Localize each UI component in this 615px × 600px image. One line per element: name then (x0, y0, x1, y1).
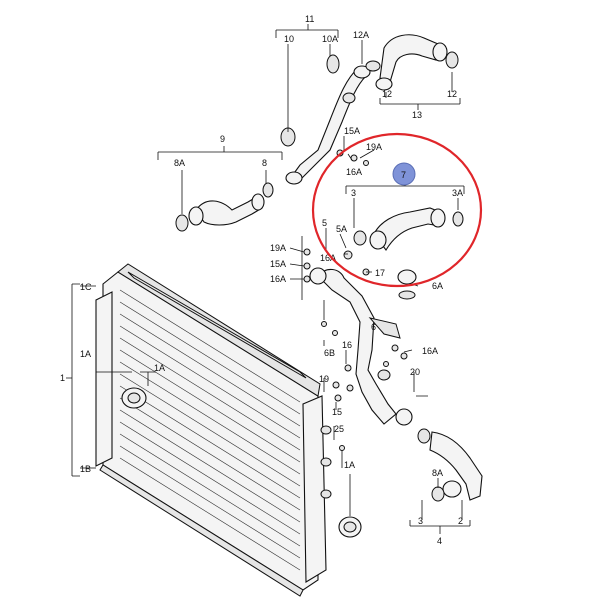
label-16a-box: 16A (320, 253, 336, 263)
label-5a: 5A (336, 224, 347, 234)
highlight-circle (311, 132, 483, 288)
label-19a-top: 19A (366, 142, 382, 152)
label-6a: 6A (432, 281, 443, 291)
label-10: 10 (284, 34, 294, 44)
label-4: 4 (437, 536, 442, 546)
label-15: 15 (332, 407, 342, 417)
label-3-bottom: 3 (418, 516, 423, 526)
marker-label-7: 7 (401, 170, 406, 180)
label-19: 19 (319, 374, 329, 384)
label-8a-top: 8A (174, 158, 185, 168)
label-16a-top: 16A (346, 167, 362, 177)
label-12-right: 12 (447, 89, 457, 99)
label-2: 2 (458, 516, 463, 526)
label-16a-right: 16A (422, 346, 438, 356)
label-6b: 6B (324, 348, 335, 358)
label-12-left: 12 (382, 89, 392, 99)
label-15a-mid: 15A (270, 259, 286, 269)
label-1: 1 (60, 373, 65, 383)
label-5-box: 5 (322, 218, 327, 228)
label-8a-bottom: 8A (432, 468, 443, 478)
hose-12[interactable] (365, 34, 459, 91)
label-9: 9 (220, 134, 225, 144)
label-1a-left: 1A (80, 349, 91, 359)
highlight-marker (392, 162, 416, 186)
part-labels: 11 10 10A 12A 12 12 13 9 8A 8 15A 19A 16… (60, 14, 463, 546)
label-3-box: 3 (351, 188, 356, 198)
label-16a-mid: 16A (270, 274, 286, 284)
label-20: 20 (410, 367, 420, 377)
label-8-top: 8 (262, 158, 267, 168)
hose-7[interactable] (343, 207, 464, 260)
label-16: 16 (342, 340, 352, 350)
label-6: 6 (371, 322, 376, 332)
leader-lines (66, 24, 471, 534)
hose-2[interactable] (417, 428, 483, 502)
label-12a: 12A (353, 30, 369, 40)
label-1b: 1B (80, 464, 91, 474)
label-10a: 10A (322, 34, 338, 44)
label-19a-mid: 19A (270, 243, 286, 253)
hose-9[interactable] (175, 182, 274, 232)
label-17: 17 (375, 268, 385, 278)
charge-pipe-center[interactable] (309, 267, 417, 426)
charge-pipe-top[interactable] (280, 54, 371, 185)
label-1c: 1C (80, 282, 92, 292)
label-13: 13 (412, 110, 422, 120)
label-15a-top: 15A (344, 126, 360, 136)
label-11: 11 (305, 14, 314, 24)
label-25: 25 (334, 424, 344, 434)
intercooler[interactable] (95, 263, 362, 597)
label-1a-inner: 1A (154, 363, 165, 373)
label-3a: 3A (452, 188, 463, 198)
label-1a-right: 1A (344, 460, 355, 470)
